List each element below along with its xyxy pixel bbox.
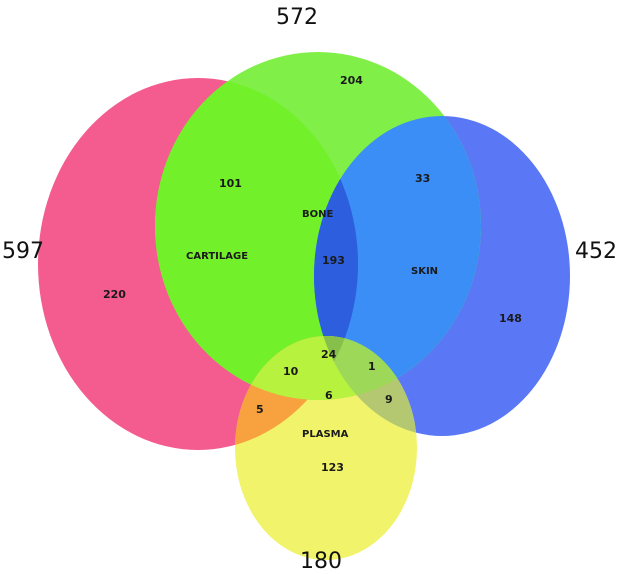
- count-cartilage-bone-skin: 193: [322, 254, 345, 267]
- plasma-label: PLASMA: [302, 429, 349, 440]
- count-bone-only: 204: [340, 74, 363, 87]
- count-center-plasma: 6: [325, 389, 333, 402]
- count-cartilage-bone: 101: [219, 177, 242, 190]
- skin-label: SKIN: [411, 266, 438, 277]
- cartilage-total: 597: [2, 239, 44, 264]
- count-cartilage-plasma: 5: [256, 403, 264, 416]
- count-skin-plasma: 9: [385, 393, 393, 406]
- count-plasma-only: 123: [321, 461, 344, 474]
- count-skin-only: 148: [499, 312, 522, 325]
- count-all-four: 24: [321, 348, 337, 361]
- cartilage-bone-region: [155, 78, 358, 400]
- cartilage-label: CARTILAGE: [186, 251, 248, 262]
- count-cartilage-only: 220: [103, 288, 126, 301]
- plasma-total: 180: [300, 549, 342, 574]
- count-bone-skin: 33: [415, 172, 430, 185]
- count-cartilage-bone-plasma: 10: [283, 365, 299, 378]
- count-bone-skin-plasma: 1: [368, 360, 376, 373]
- skin-total: 452: [575, 239, 617, 264]
- bone-label: BONE: [302, 209, 333, 220]
- bone-total: 572: [276, 5, 318, 30]
